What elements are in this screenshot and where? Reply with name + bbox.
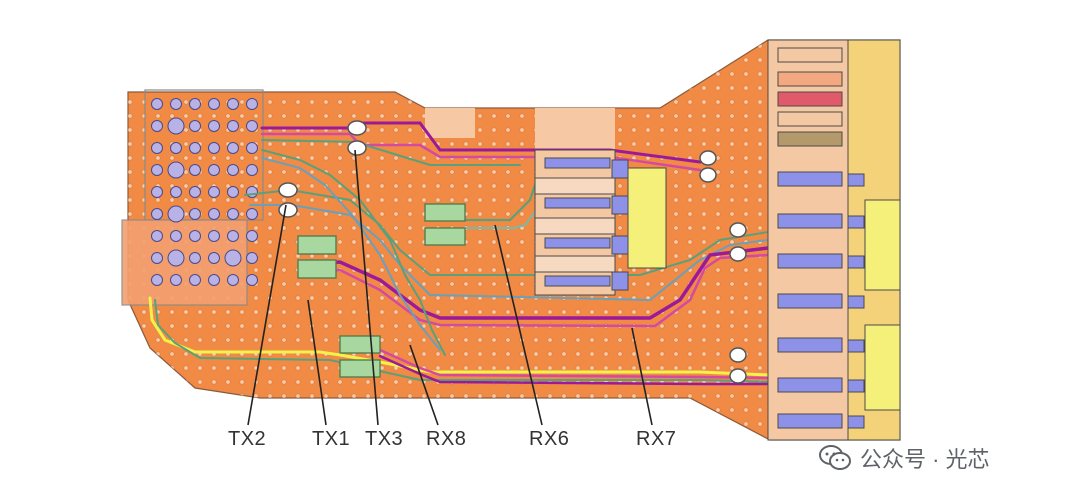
edge-connector-pad [847, 255, 865, 269]
bga-ball [167, 205, 185, 223]
label-tx3: TX3 [365, 428, 404, 450]
edge-connector-pad [777, 171, 843, 187]
edge-connector [767, 39, 901, 441]
edge-connector-pad [777, 71, 843, 87]
bga-ball [151, 230, 163, 242]
bga-ball [208, 208, 220, 220]
bga-ball [170, 98, 182, 110]
bga-ball [227, 208, 239, 220]
bga-ball [151, 120, 163, 132]
bga-ball [246, 120, 258, 132]
bga-ball [151, 208, 163, 220]
edge-connector-pad [777, 293, 843, 309]
vias [278, 120, 747, 384]
components [297, 203, 466, 378]
bga-ball [167, 161, 185, 179]
bga-ball [227, 120, 239, 132]
bga-ball [151, 274, 163, 286]
bga-ball [227, 98, 239, 110]
wechat-icon [819, 445, 851, 470]
bga-ball [246, 274, 258, 286]
watermark-text: 公众号 · 光芯 [860, 447, 990, 472]
edge-connector-pad [777, 253, 843, 269]
label-rx6: RX6 [529, 428, 570, 450]
edge-connector-pad [777, 91, 843, 107]
bga-ball [170, 186, 182, 198]
edge-connector-pad [847, 339, 865, 353]
bga-ball [189, 98, 201, 110]
leader-lines [247, 149, 653, 426]
bga-ball [208, 164, 220, 176]
bga-ball [189, 230, 201, 242]
bga-ball [227, 186, 239, 198]
bga-ball [227, 164, 239, 176]
bga-ball [208, 274, 220, 286]
bga-ball [167, 117, 185, 135]
bga-ball [246, 98, 258, 110]
bga-ball [246, 230, 258, 242]
watermark: 公众号 · 光芯 [818, 443, 990, 473]
bga-ball [246, 164, 258, 176]
bga-ball [208, 230, 220, 242]
label-tx2: TX2 [228, 428, 267, 450]
bga-ball [167, 249, 185, 267]
bga-ball [189, 274, 201, 286]
edge-connector-pad [847, 215, 865, 229]
bga-ball [208, 252, 220, 264]
middle-connector [534, 149, 667, 296]
bga-ball [189, 120, 201, 132]
bga-ball [170, 274, 182, 286]
pcb-cutout [425, 108, 475, 138]
edge-connector-pad [847, 415, 865, 429]
pcb-cutout [535, 108, 615, 153]
bga-ball [151, 252, 163, 264]
edge-connector-pad [777, 337, 843, 353]
bga-ball [208, 142, 220, 154]
bga-ball [208, 120, 220, 132]
bga-ball [246, 186, 258, 198]
bga-ball [246, 252, 258, 264]
bga-ball [189, 164, 201, 176]
bga-ball [227, 230, 239, 242]
bga-ball [170, 230, 182, 242]
bga-ball [151, 186, 163, 198]
label-tx1: TX1 [312, 428, 351, 450]
bga-ball [189, 252, 201, 264]
pcb-ground-dots [128, 40, 900, 440]
edge-connector-pad [847, 173, 865, 187]
bga-ball [151, 164, 163, 176]
edge-connector-pad [847, 295, 865, 309]
bga-ball [246, 208, 258, 220]
bga-ball [208, 98, 220, 110]
bga-ball [208, 186, 220, 198]
bga-ball [246, 142, 258, 154]
edge-connector-pad [847, 379, 865, 393]
bga-ball [151, 142, 163, 154]
bga-region [121, 89, 264, 306]
bga-ball [189, 186, 201, 198]
bga-ball [170, 142, 182, 154]
label-rx7: RX7 [636, 428, 677, 450]
label-rx8: RX8 [426, 428, 467, 450]
bga-ball [227, 274, 239, 286]
bga-ball [151, 98, 163, 110]
edge-connector-pad [777, 47, 843, 63]
edge-connector-pad [777, 111, 843, 127]
edge-connector-pad [777, 131, 843, 147]
bga-ball [189, 208, 201, 220]
bga-ball [227, 142, 239, 154]
edge-connector-pad [777, 213, 843, 229]
edge-connector-pad [777, 413, 843, 429]
edge-connector-pad [777, 377, 843, 393]
bga-ball [224, 249, 242, 267]
bga-ball [189, 142, 201, 154]
